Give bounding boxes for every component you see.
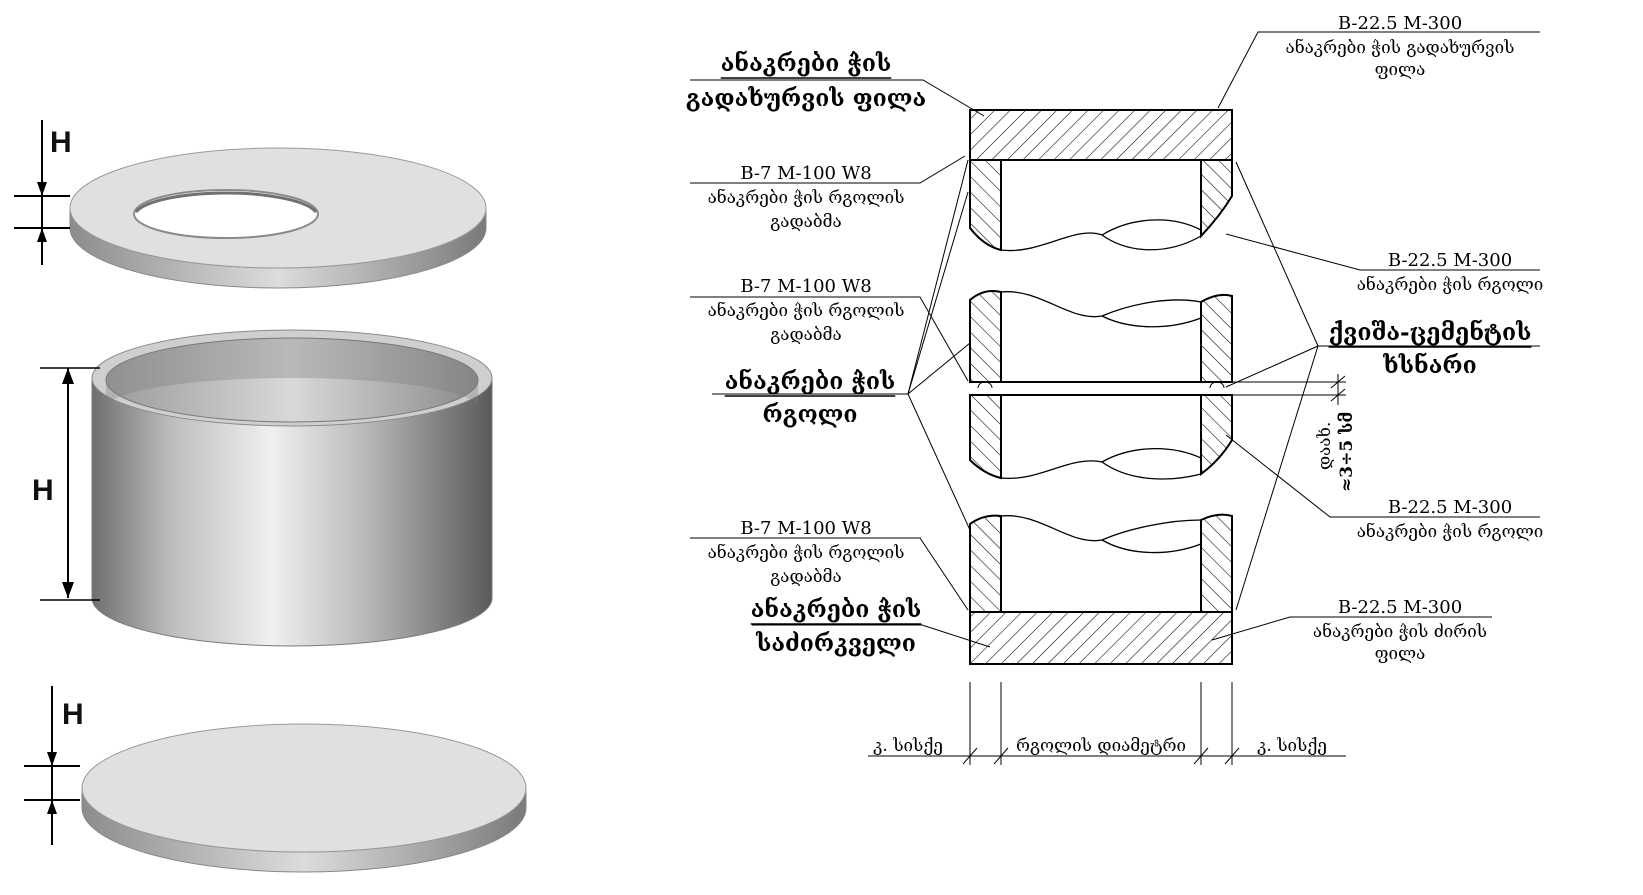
base-title-line2: საძირკველი	[755, 630, 916, 657]
joint-2-spec: B-7 M-100 W8	[740, 276, 871, 297]
joint-1-spec: B-7 M-100 W8	[740, 163, 871, 184]
ring-title-line2: რგოლი	[762, 401, 857, 428]
base-h-label: H	[62, 698, 84, 731]
ring-2-section	[969, 290, 1233, 383]
joint-3-spec: B-7 M-100 W8	[740, 518, 871, 539]
joint-3-desc: ანაკრები ჭის რგოლის	[708, 543, 905, 563]
dim-wall-left: კ. სისქე	[873, 736, 943, 756]
cover-h-label: H	[50, 126, 72, 159]
mortar-line1: ქვიშა-ცემენტის	[1329, 319, 1532, 346]
cover-title-line2: გადახურვის ფილა	[686, 85, 926, 112]
dim-diameter: რგოლის დიამეტრი	[1016, 736, 1186, 756]
cover-title-line1: ანაკრები ჭის	[721, 50, 892, 77]
iso-cover-slab	[69, 147, 487, 289]
ring-4-section	[969, 513, 1233, 613]
ring-b-desc: ანაკრები ჭის რგოლი	[1357, 522, 1544, 542]
joint-1-desc: ანაკრები ჭის რგოლის	[708, 188, 905, 208]
mortar-joint	[970, 381, 1232, 396]
ring-b-spec: B-22.5 M-300	[1388, 497, 1512, 518]
ring-title-line1: ანაკრები ჭის	[725, 368, 896, 395]
top-slab-spec: B-22.5 M-300	[1338, 13, 1462, 34]
gap-value: ≈3÷5 სმ	[1337, 412, 1357, 492]
iso-base-dim: H	[24, 686, 84, 845]
ring-a-desc: ანაკრები ჭის რგოლი	[1357, 275, 1544, 295]
joint-1-desc2: გადაბმა	[770, 212, 841, 232]
iso-base-slab	[81, 723, 527, 873]
iso-ring	[91, 329, 493, 647]
ring-1-section	[969, 159, 1233, 252]
top-slab-desc2: ფილა	[1375, 60, 1426, 80]
bottom-dimension	[868, 682, 1346, 765]
bottom-slab-spec: B-22.5 M-300	[1338, 597, 1462, 618]
gap-approx: დაახ.	[1315, 422, 1335, 470]
base-title-line1: ანაკრები ჭის	[751, 596, 922, 623]
ring-h-label: H	[32, 474, 54, 507]
bottom-slab-desc2: ფილა	[1375, 644, 1426, 664]
joint-2-desc2: გადაბმა	[770, 325, 841, 345]
joint-2-desc: ანაკრები ჭის რგოლის	[708, 301, 905, 321]
bottom-slab-desc: ანაკრები ჭის ძირის	[1313, 622, 1487, 642]
top-slab-section	[969, 109, 1233, 161]
bottom-slab-section	[969, 611, 1233, 665]
ring-3-section	[969, 394, 1233, 480]
top-slab-desc: ანაკრები ჭის გადახურვის	[1286, 38, 1515, 58]
iso-ring-dim: H	[32, 367, 100, 601]
dim-wall-right: კ. სისქე	[1257, 736, 1327, 756]
mortar-line2: ხსნარი	[1382, 352, 1476, 379]
ring-a-spec: B-22.5 M-300	[1388, 250, 1512, 271]
leader-lines	[690, 31, 1540, 648]
joint-3-desc2: გადაბმა	[770, 567, 841, 587]
iso-cover-dim: H	[14, 120, 72, 265]
